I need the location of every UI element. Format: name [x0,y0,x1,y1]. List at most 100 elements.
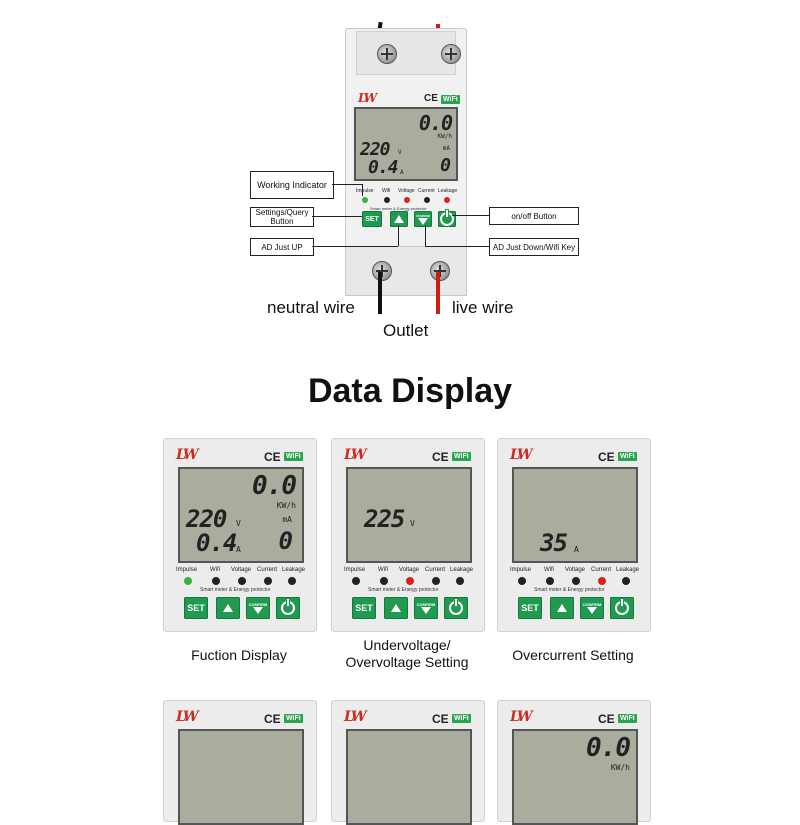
current-indicator-icon [598,577,606,585]
outlet-label: Outlet [383,321,429,340]
arrow-down-icon [418,217,428,225]
section-title: Data Display [307,372,513,410]
on-off-callout: on/off Button [489,207,579,225]
current-indicator-icon [264,577,272,585]
device-subtitle: Smart meter & Energy protector [534,587,605,593]
caption-overcurrent-setting: Overcurrent Setting [512,647,634,663]
working-indicator-callout: Working Indicator [250,171,334,199]
indicator-label-voltage: Voltage [565,567,586,573]
set-button[interactable]: SET [352,597,376,619]
down-wifi-button[interactable]: CONFIRM [580,597,604,619]
lcd-screen: 0.0 KW/h 220 V mA 0.4 A 0 [178,467,304,563]
set-button[interactable]: SET [184,597,208,619]
ce-mark: CE [598,450,615,464]
lcd-voltage-unit: V [236,519,241,528]
voltage-indicator-icon [238,577,246,585]
indicator-label-voltage: Voltage [231,567,252,573]
device-subtitle: Smart meter & Energy protector [370,206,427,211]
brand-logo: LW [344,447,367,463]
wifi-badge: WiFi [452,452,471,461]
set-button[interactable]: SET [518,597,542,619]
wiring-diagram: LW CE WiFi 0.0 KW/h 220 V mA 0.4 A 0 Imp… [0,0,800,350]
voltage-indicator-icon [406,577,414,585]
settings-query-callout: Settings/Query Button [250,207,314,227]
up-button[interactable] [390,211,408,227]
power-button[interactable] [444,597,468,619]
up-button[interactable] [216,597,240,619]
caption-voltage-setting: Undervoltage/ Overvoltage Setting [345,637,469,670]
ce-mark: CE [432,450,449,464]
brand-logo: LW [510,709,533,725]
indicator-label-leakage: Leakage [438,188,458,194]
impulse-indicator-icon [518,577,526,585]
voltage-indicator-icon [572,577,580,585]
wifi-indicator-icon [212,577,220,585]
lcd-current-unit: A [236,545,241,554]
arrow-up-icon [223,604,233,612]
top-left-screw-icon [377,44,397,64]
ad-just-down-callout: AD Just Down/Wifi Key [489,238,579,256]
power-icon [281,599,295,615]
indicator-label-leakage: Leakage [282,567,306,573]
lcd-voltage-value: 220 [186,505,227,533]
indicator-label-wifi: Wifi [382,188,391,194]
ce-mark: CE [424,93,438,104]
panel-voltage-setting: LW CE WiFi 225 V Impulse Wifi Voltage Cu… [331,438,485,632]
impulse-indicator-icon [184,577,192,585]
arrow-up-icon [391,604,401,612]
brand-logo: LW [176,709,199,725]
leakage-indicator-icon [444,197,450,203]
set-button[interactable]: SET [362,211,382,227]
bottom-neutral-wire [378,272,382,314]
up-button[interactable] [550,597,574,619]
brand-logo: LW [176,447,199,463]
indicator-label-leakage: Leakage [616,567,640,573]
indicator-label-impulse: Impulse [344,567,366,573]
power-button[interactable] [610,597,634,619]
ce-mark: CE [598,712,615,726]
top-right-screw-icon [441,44,461,64]
indicator-label-wifi: Wifi [210,567,220,573]
ad-just-up-leader [312,246,398,247]
wifi-badge: WiFi [618,452,637,461]
indicator-label-impulse: Impulse [510,567,532,573]
lcd-screen [178,729,304,825]
power-icon [449,599,463,615]
lcd-energy-value: 0.0 [252,471,297,501]
ce-mark: CE [264,712,281,726]
lcd-leakage-value: 0 [440,155,451,176]
caption-function-display: Fuction Display [191,647,287,663]
leakage-indicator-icon [456,577,464,585]
indicator-label-impulse: Impulse [176,567,198,573]
bottom-panel-3: LW CE WiFi 0.0 KW/h [497,700,651,825]
ad-just-up-callout: AD Just UP [250,238,314,256]
impulse-indicator-icon [362,197,368,203]
lcd-screen: 0.0 KW/h [512,729,638,825]
energy-meter-device: LW CE WiFi 0.0 KW/h 220 V mA 0.4 A 0 Imp… [345,28,467,248]
power-button[interactable] [438,210,456,227]
lcd-leakage-unit: mA [442,145,450,152]
down-wifi-button[interactable]: CONFIRM [414,597,438,619]
lcd-current-unit: A [574,545,579,554]
wifi-indicator-icon [546,577,554,585]
up-button[interactable] [384,597,408,619]
down-wifi-button[interactable]: CONFIRM [414,211,432,227]
bottom-left-screw-icon [372,261,392,281]
indicator-label-current: Current [257,567,278,573]
down-wifi-button[interactable]: CONFIRM [246,597,270,619]
lcd-current-unit: A [400,169,404,176]
leakage-indicator-icon [622,577,630,585]
power-icon [440,210,454,226]
indicator-label-current: Current [591,567,612,573]
bottom-terminal-block [345,246,467,296]
ce-mark: CE [264,450,281,464]
live-wire-label: live wire [452,298,514,317]
lcd-leakage-value: 0 [278,527,293,555]
lcd-screen: 0.0 KW/h 220 V mA 0.4 A 0 [354,107,458,181]
power-button[interactable] [276,597,300,619]
indicator-label-impulse: Impulse [356,188,374,194]
ad-just-down-leader-v [425,225,426,246]
arrow-down-icon [253,607,263,614]
impulse-indicator-icon [352,577,360,585]
device-subtitle: Smart meter & Energy protector [368,587,439,593]
